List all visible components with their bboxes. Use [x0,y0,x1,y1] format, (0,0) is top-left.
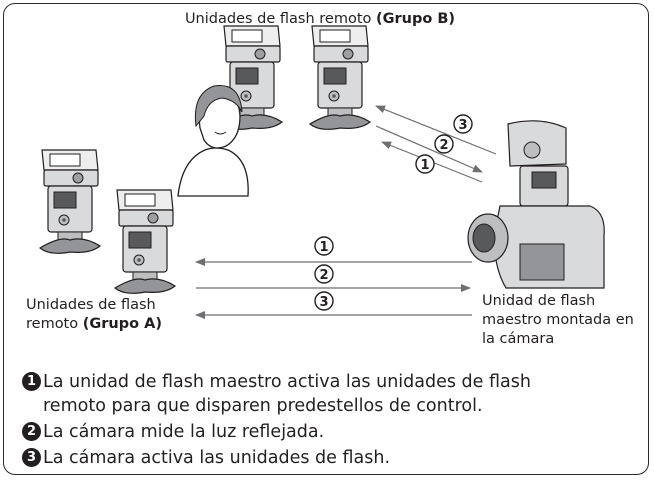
remote-flash-b2 [309,25,371,130]
step-2: 2 La cámara mide la luz reflejada. [22,420,642,444]
marker-upper-3: 3 [453,114,473,134]
marker-lower-1: 1 [314,236,334,256]
arrow-b-to-master-2 [375,125,483,173]
diagram-frame [3,3,649,475]
marker-upper-1: 1 [415,154,435,174]
master-caption: Unidad de flash maestro montada en la cá… [482,293,634,347]
step-2-text: La cámara mide la luz reflejada. [43,422,325,442]
svg-text:2: 2 [439,138,448,153]
steps-list: 1 La unidad de flash maestro activa las … [22,370,642,472]
step-3-marker: 3 [22,448,41,467]
marker-upper-2: 2 [434,134,454,154]
marker-lower-3: 3 [314,291,334,311]
svg-text:3: 3 [458,118,467,133]
svg-text:1: 1 [420,158,429,173]
step-3: 3 La cámara activa las unidades de flash… [22,446,642,470]
marker-lower-2: 2 [314,264,334,284]
svg-text:3: 3 [319,295,328,310]
subject-person [177,85,249,197]
step-3-text: La cámara activa las unidades de flash. [43,448,391,468]
remote-flash-a2 [114,189,176,294]
group-b-caption: Unidades de flash remoto (Grupo B) [184,11,456,27]
step-1: 1 La unidad de flash maestro activa las … [22,370,642,418]
arrow-master-to-b-1 [375,105,497,155]
master-camera [467,120,605,289]
step-1-marker: 1 [22,372,41,391]
remote-flash-a1 [39,149,101,254]
step-2-marker: 2 [22,422,41,441]
group-a-caption: Unidades de flash remoto (Grupo A) [26,297,162,332]
step-1-text: La unidad de flash maestro activa las un… [43,372,531,416]
svg-text:1: 1 [319,240,328,255]
svg-text:2: 2 [319,268,328,283]
